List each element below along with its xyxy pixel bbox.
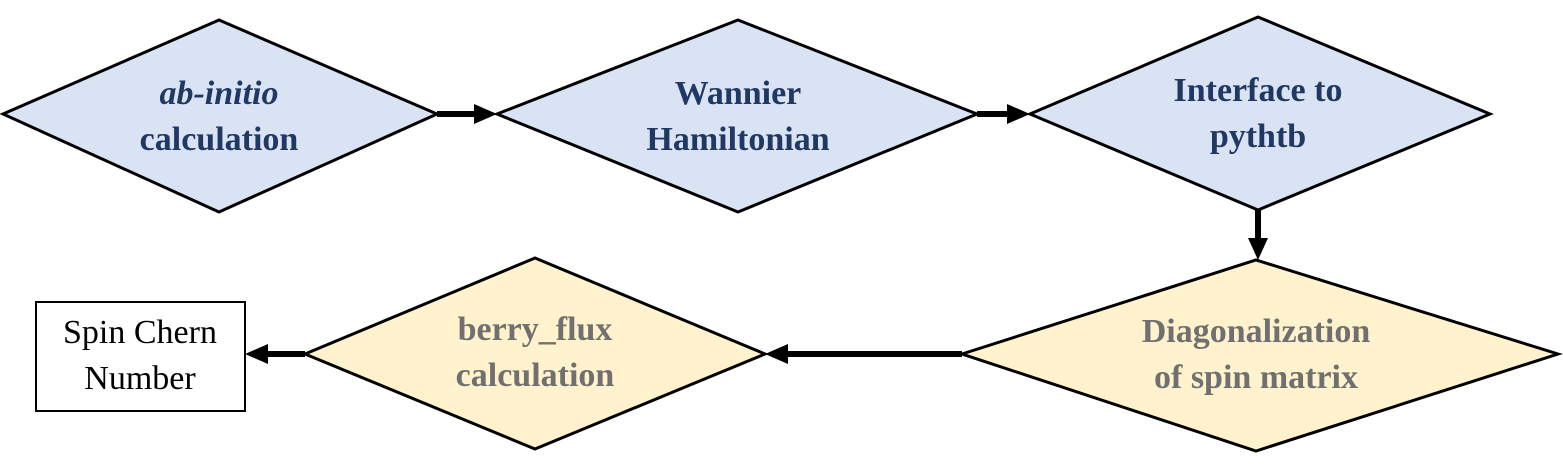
node-interface: Interface to pythtb [1026,15,1494,212]
node-diagonalization-line2: of spin matrix [1154,359,1358,396]
arrow-berry-to-chern [245,344,305,364]
node-interface-line1: Interface to [1174,72,1343,109]
node-diagonalization-line1: Diagonalization [1142,313,1371,350]
node-wannier-line1: Wannier [675,75,802,112]
node-abinitio-line2: calculation [140,121,299,158]
node-berry-line2: calculation [456,357,615,394]
arrow-wannier-to-interface [977,104,1030,124]
node-interface-line2: pythtb [1210,118,1306,155]
node-chern-line1: Spin Chern [63,314,217,351]
node-abinitio: ab-initio calculation [0,18,441,214]
node-wannier: Wannier Hamiltonian [492,18,982,214]
node-chern: Spin Chern Number [35,301,246,412]
arrow-diagonalization-to-berry [765,344,962,364]
node-abinitio-line1: ab-initio [159,75,278,112]
node-wannier-line2: Hamiltonian [646,121,829,158]
node-chern-line2: Number [84,360,196,397]
node-berry: berry_flux calculation [301,256,769,451]
node-diagonalization: Diagonalization of spin matrix [957,258,1563,453]
node-berry-line1: berry_flux [458,311,613,348]
arrow-interface-to-diagonalization [1248,210,1268,260]
arrow-abinitio-to-wannier [437,104,497,124]
